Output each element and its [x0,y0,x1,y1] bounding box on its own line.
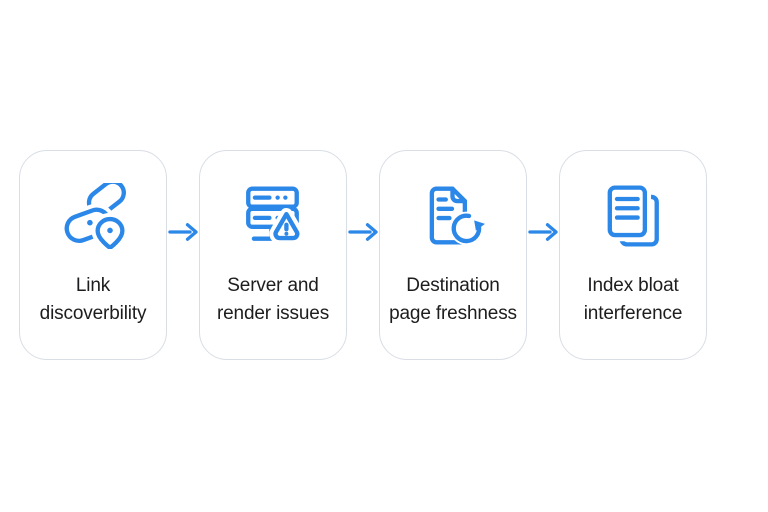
step-label: Link discoverbility [40,272,147,328]
step-label: Index bloat interference [584,272,683,328]
flow-connector [347,221,379,243]
step-card-index-bloat-interference: Index bloat interference [559,150,707,360]
step-label-line2: page freshness [389,303,517,324]
arrow-right-icon [528,223,558,241]
step-label-line2: interference [583,303,683,324]
flow-row: Link discoverbility [19,150,707,360]
step-card-link-discoverbility: Link discoverbility [19,150,167,360]
document-refresh-icon [418,181,488,251]
step-card-destination-page-freshness: Destination page freshness [379,150,527,360]
step-label-line1: Index bloat [587,275,679,296]
step-label-line2: discoverbility [39,303,147,324]
link-location-icon [58,181,128,251]
flow-connector [167,221,199,243]
step-label-line2: render issues [216,303,330,324]
step-label-line1: Link [75,275,111,296]
step-label-line1: Destination [406,275,500,296]
step-label: Destination page freshness [389,272,517,328]
arrow-right-icon [168,223,198,241]
step-card-server-render-issues: Server and render issues [199,150,347,360]
flow-connector [527,221,559,243]
step-label: Server and render issues [217,272,329,328]
arrow-right-icon [348,223,378,241]
server-warning-icon [238,181,308,251]
documents-stack-icon [598,181,668,251]
step-label-line1: Server and [227,275,319,296]
